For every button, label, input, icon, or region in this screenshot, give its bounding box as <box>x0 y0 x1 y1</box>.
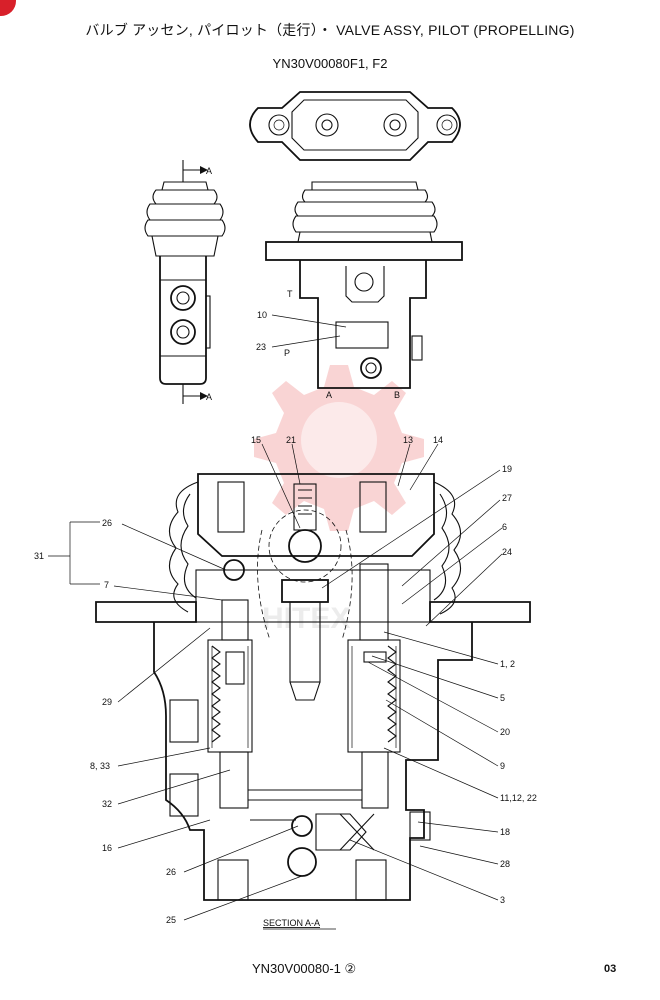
section-arrow-a-bottom: A <box>206 392 212 402</box>
callout-16: 16 <box>102 843 112 853</box>
section-a-a-drawing: SECTION A-A <box>95 473 531 930</box>
model-number: YN30V00080F1, F2 <box>272 56 388 71</box>
port-t-label: T <box>287 289 293 299</box>
front-view: T P A B 10 23 <box>256 181 463 400</box>
callout-21: 21 <box>286 435 296 445</box>
callout-10: 10 <box>257 310 267 320</box>
callout-31: 31 <box>34 551 44 561</box>
section-label: SECTION A-A <box>263 918 320 928</box>
callout-3: 3 <box>500 895 505 905</box>
watermark-gear-icon: HITEX <box>254 365 424 635</box>
callout-32: 32 <box>102 799 112 809</box>
callout-23: 23 <box>256 342 266 352</box>
callout-7: 7 <box>104 580 109 590</box>
page-title: バルブ アッセン, パイロット（走行）・ VALVE ASSY, PILOT (… <box>85 22 575 38</box>
callout-11-12-22: 11,12, 22 <box>500 793 537 803</box>
section-callouts: 15 21 13 14 19 27 6 24 26 31 7 1, 2 5 20… <box>34 435 537 925</box>
callout-25: 25 <box>166 915 176 925</box>
section-arrow-a-top: A <box>206 166 212 176</box>
callout-14: 14 <box>433 435 443 445</box>
page-number: 03 <box>604 963 617 975</box>
callout-28: 28 <box>500 859 510 869</box>
side-view: A A <box>144 160 226 404</box>
callout-26-top: 26 <box>102 518 112 528</box>
port-a-label: A <box>326 390 332 400</box>
drawing-code: YN30V00080-1 ② <box>252 961 357 976</box>
top-view-flange <box>249 91 461 161</box>
callout-5: 5 <box>500 693 505 703</box>
callout-1-2: 1, 2 <box>500 659 515 669</box>
port-b-label: B <box>394 390 400 400</box>
callout-27: 27 <box>502 493 512 503</box>
callout-18: 18 <box>500 827 510 837</box>
callout-19: 19 <box>502 464 512 474</box>
callout-29: 29 <box>102 697 112 707</box>
callout-20: 20 <box>500 727 510 737</box>
callout-6: 6 <box>502 522 507 532</box>
port-p-label: P <box>284 348 290 358</box>
callout-24: 24 <box>502 547 512 557</box>
callout-8-33: 8, 33 <box>90 761 110 771</box>
callout-15: 15 <box>251 435 261 445</box>
watermark-text: HITEX <box>262 602 350 635</box>
callout-9: 9 <box>500 761 505 771</box>
callout-26-bottom: 26 <box>166 867 176 877</box>
callout-13: 13 <box>403 435 413 445</box>
